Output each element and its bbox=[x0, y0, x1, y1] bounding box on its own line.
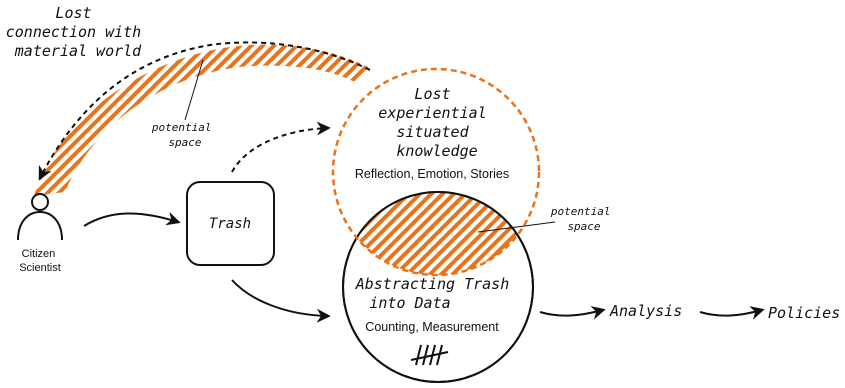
experiential-subtitle: Reflection, Emotion, Stories bbox=[355, 167, 509, 181]
svg-text:potential space: potential space bbox=[550, 205, 617, 233]
top-label-line3: material world bbox=[14, 42, 142, 60]
analysis-label: Analysis bbox=[609, 302, 682, 320]
potential-space-leader-top bbox=[184, 59, 204, 121]
potential-space-right-line2: space bbox=[567, 220, 600, 233]
potential-space-leader-right bbox=[477, 221, 556, 233]
arrow-to-data bbox=[231, 279, 331, 323]
potential-space-right-line1: potential bbox=[550, 205, 611, 218]
experiential-title-line1: Lost bbox=[414, 85, 450, 103]
overlap-hatch bbox=[343, 192, 533, 275]
arrow-to-trash bbox=[83, 211, 181, 227]
data-title-line1: Abstracting Trash bbox=[355, 275, 510, 293]
potential-space-top-line2: space bbox=[168, 136, 201, 149]
data-title-line2: into Data bbox=[369, 294, 450, 312]
trash-label: Trash bbox=[209, 216, 251, 232]
lost-connection-arrow bbox=[38, 41, 371, 181]
experiential-circle bbox=[331, 67, 541, 277]
potential-space-top-line1: potential bbox=[151, 121, 212, 134]
top-label-line1: Lost bbox=[55, 4, 91, 22]
experiential-title-line2: experiential bbox=[378, 104, 486, 122]
svg-text:Lost experiential situ: Lost experiential situated knowledge bbox=[378, 85, 495, 160]
svg-text:Lost connection with m: Lost connection with material world bbox=[6, 4, 151, 60]
experiential-title-line4: knowledge bbox=[396, 142, 477, 160]
svg-text:Abstracting Trash into Dat: Abstracting Trash into Data bbox=[355, 275, 519, 312]
lost-connection-band bbox=[34, 44, 370, 196]
trash-box bbox=[186, 181, 275, 266]
svg-text:Citizen Scientist: Citizen Scientist bbox=[19, 248, 61, 274]
arrow-to-policies bbox=[699, 306, 765, 320]
arrow-to-experiential bbox=[231, 121, 331, 173]
top-label-line2: connection with bbox=[6, 23, 141, 41]
arrow-to-analysis bbox=[539, 306, 606, 320]
policies-label: Policies bbox=[768, 304, 840, 322]
person-label-line1: Citizen bbox=[22, 248, 56, 260]
data-subtitle: Counting, Measurement bbox=[365, 320, 499, 334]
person-icon bbox=[17, 193, 63, 241]
person-label-line2: Scientist bbox=[19, 262, 61, 274]
svg-text:potential space: potential space bbox=[151, 121, 218, 149]
tally-marks-icon bbox=[410, 344, 449, 366]
experiential-title-line3: situated bbox=[396, 123, 469, 141]
